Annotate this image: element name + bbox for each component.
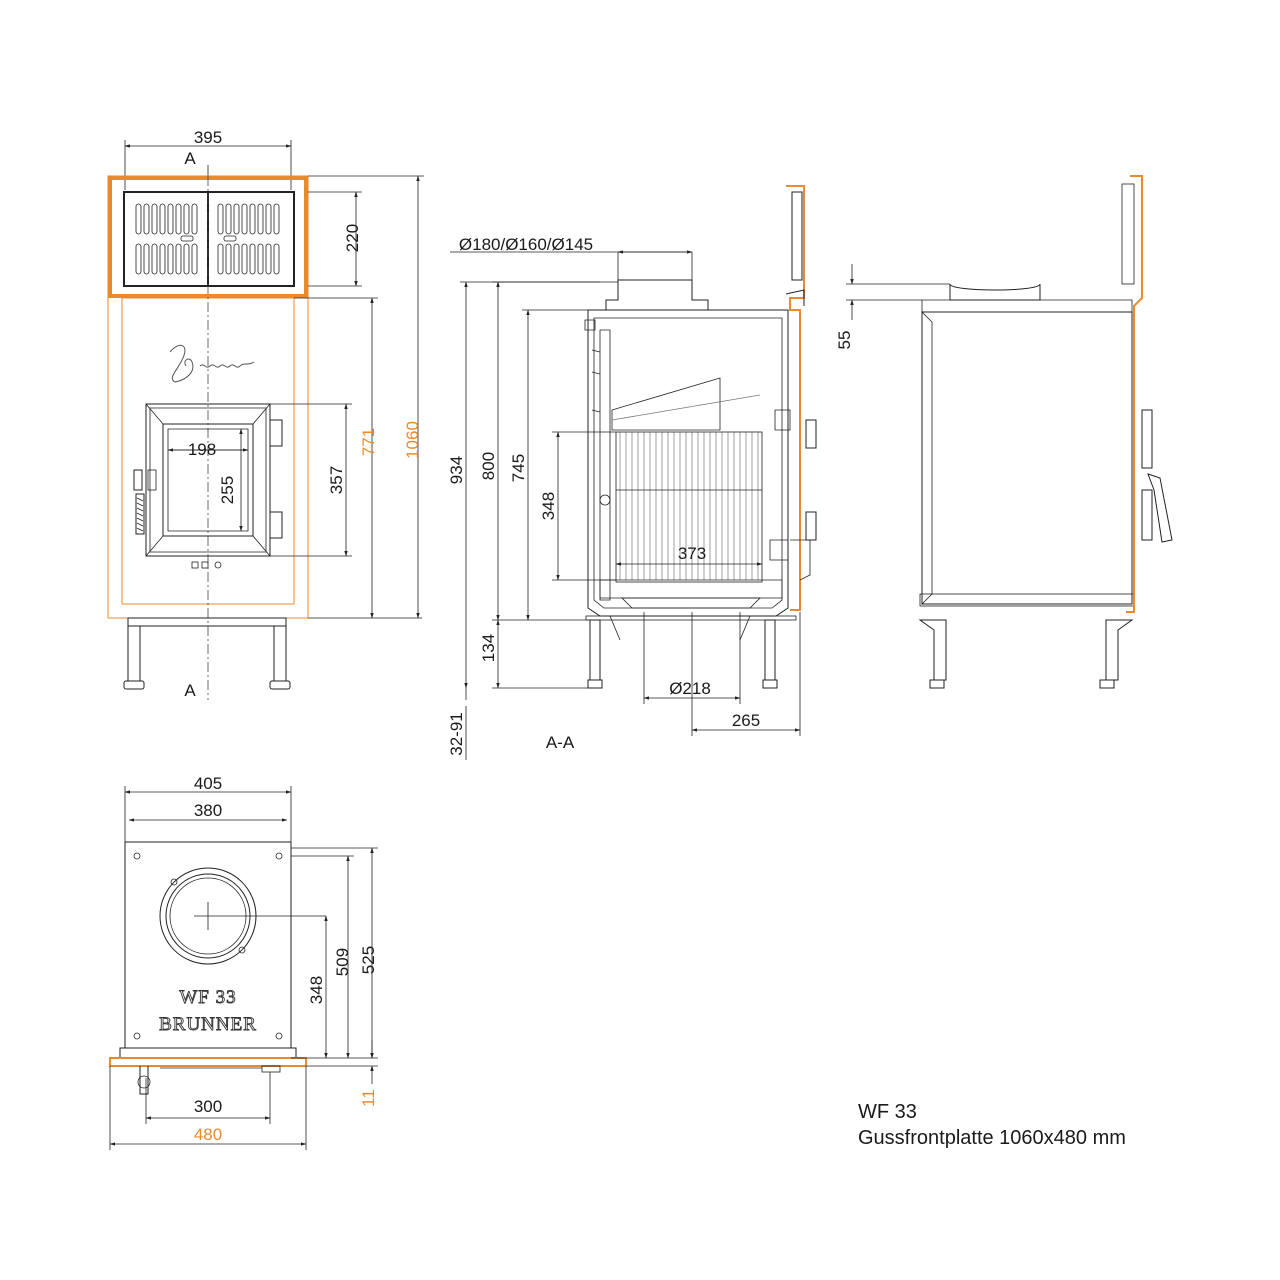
side-flue xyxy=(949,283,1041,301)
flue-spigot xyxy=(605,279,709,311)
section-mark-top: A xyxy=(184,149,196,168)
section-leg-left xyxy=(589,619,601,681)
side-front-plate xyxy=(1126,175,1143,613)
grille-slot xyxy=(143,203,150,235)
dim-800: 800 xyxy=(479,452,498,480)
grille-slot xyxy=(159,203,166,235)
caption-description: Gussfrontplatte 1060x480 mm xyxy=(858,1127,1126,1149)
dim-373: 373 xyxy=(678,544,706,563)
grille-slot xyxy=(273,203,280,235)
dim-509: 509 xyxy=(333,948,352,976)
dim-405: 405 xyxy=(194,774,222,793)
grille-slot xyxy=(217,243,224,275)
leg-left xyxy=(127,625,141,682)
baffle xyxy=(611,377,721,431)
door-glass xyxy=(167,428,249,532)
dim-300: 300 xyxy=(194,1097,222,1116)
dim-134: 134 xyxy=(479,634,498,662)
dim-934: 934 xyxy=(447,456,466,484)
dim-265: 265 xyxy=(732,711,760,730)
hinge-bottom xyxy=(269,511,283,539)
grille-slot xyxy=(265,203,272,235)
grille-slot xyxy=(183,243,190,275)
dim-flue: Ø180/Ø160/Ø145 xyxy=(459,235,593,254)
grille-slot xyxy=(273,243,280,275)
section-view: Ø180/Ø160/Ø145 xyxy=(447,185,817,760)
logo-brunner: BRUNNER xyxy=(159,1014,257,1035)
grille-slot xyxy=(249,243,256,275)
door-handle[interactable] xyxy=(133,469,143,491)
grille-slot xyxy=(135,243,142,275)
dim-198: 198 xyxy=(188,440,216,459)
grille-slot xyxy=(241,203,248,235)
grille-slot xyxy=(233,243,240,275)
top-view: 405 380 WF 33 BRUNNER 525 509 348 11 xyxy=(109,774,378,1150)
caption-model: WF 33 xyxy=(858,1101,917,1123)
top-front-plate xyxy=(109,1057,307,1067)
grille-slot xyxy=(135,203,142,235)
grille-slot xyxy=(143,243,150,275)
dim-1060: 1060 xyxy=(403,421,422,459)
front-plate-section xyxy=(786,185,805,611)
dim-745: 745 xyxy=(509,454,528,482)
dim-771: 771 xyxy=(359,428,378,456)
grille-slot xyxy=(167,243,174,275)
grille-slot xyxy=(191,243,198,275)
grille-slot xyxy=(225,203,232,235)
dim-525: 525 xyxy=(359,946,378,974)
grille-slots xyxy=(135,203,280,275)
ashpan xyxy=(599,579,783,599)
leg-right xyxy=(273,625,287,682)
dim-480: 480 xyxy=(194,1125,222,1144)
brunner-logo xyxy=(169,344,255,383)
grille-slot xyxy=(191,203,198,235)
section-mark-bottom: A xyxy=(184,681,196,700)
front-view: 395 A xyxy=(107,128,424,700)
grille-slot xyxy=(183,203,190,235)
grille-slot xyxy=(175,203,182,235)
dim-55: 55 xyxy=(835,331,854,350)
grille-slot xyxy=(233,203,240,235)
section-label: A-A xyxy=(546,733,575,752)
handle-spring xyxy=(135,493,145,535)
dim-348-section: 348 xyxy=(539,492,558,520)
grille-slot xyxy=(151,203,158,235)
grille-slot xyxy=(167,203,174,235)
grille-slot xyxy=(257,243,264,275)
dim-32-91: 32-91 xyxy=(447,712,466,755)
section-leg-right xyxy=(764,619,776,681)
dim-255: 255 xyxy=(218,476,237,504)
grille-slot xyxy=(225,243,232,275)
side-handle xyxy=(1147,473,1173,543)
firebox-door xyxy=(145,403,271,557)
grille-slot xyxy=(249,203,256,235)
side-view: 55 xyxy=(835,175,1173,689)
dim-380: 380 xyxy=(194,801,222,820)
grate-bars xyxy=(619,432,759,580)
dim-11: 11 xyxy=(359,1089,378,1107)
dim-357: 357 xyxy=(327,466,346,494)
hinge-top xyxy=(269,419,283,447)
grille-slot xyxy=(217,203,224,235)
dim-395: 395 xyxy=(194,128,222,147)
dim-348-top: 348 xyxy=(307,976,326,1004)
grille-slot xyxy=(175,243,182,275)
dim-220: 220 xyxy=(343,224,362,252)
grille-slot xyxy=(241,243,248,275)
logo-wf33: WF 33 xyxy=(179,987,236,1008)
grille-slot xyxy=(159,243,166,275)
grille-slot xyxy=(257,203,264,235)
grille-slot xyxy=(265,243,272,275)
dim-218: Ø218 xyxy=(669,679,711,698)
grille-slot xyxy=(151,243,158,275)
side-body xyxy=(921,311,1133,605)
